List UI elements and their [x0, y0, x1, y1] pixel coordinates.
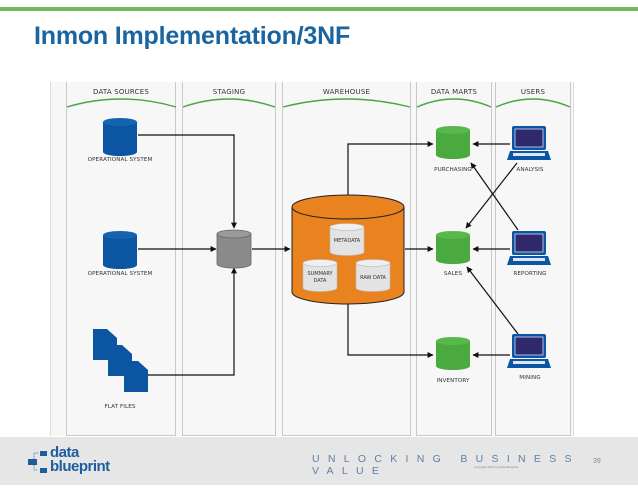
lane-arc [416, 98, 492, 108]
laptop-icon-analysis [507, 126, 551, 160]
lane-header: STAGING [212, 88, 246, 96]
edge-mining-to-sales [466, 266, 519, 335]
database-icon-opsys2 [103, 231, 137, 269]
data-blueprint-logo: data blueprint [28, 444, 158, 480]
edge-opsys1-to-staging [138, 134, 237, 229]
database-icon-metadata [329, 223, 365, 256]
edge-flatfiles-to-staging [147, 267, 237, 376]
lane-header: WAREHOUSE [322, 88, 371, 96]
page-number: 39 [593, 458, 601, 465]
footer-copyright: Copyright 2013 by Data Blueprint [474, 465, 519, 469]
lane-arc [182, 98, 276, 108]
node-label-mining: MINING [519, 375, 541, 381]
node-label-sales: SALES [443, 271, 463, 277]
node-label-flat-files: FLAT FILES [104, 404, 136, 410]
lane-header: USERS [520, 88, 546, 96]
database-icon-opsys1 [103, 118, 137, 156]
edge-warehouse-to-inventory [347, 303, 434, 358]
edge-reporting-to-purchasing [470, 162, 519, 231]
laptop-icon-reporting [507, 231, 551, 265]
footer-tagline: UNLOCKING BUSINESS VALUE [312, 453, 580, 477]
node-label-raw-data: RAW DATA [360, 275, 386, 281]
logo-text-line2: blueprint [50, 458, 110, 475]
lane-arc [282, 98, 411, 108]
logo-text-line1: data [50, 444, 79, 461]
edge-analysis-to-sales [465, 162, 518, 229]
documents-icon-flat-files [93, 329, 148, 392]
database-icon-summary-data [302, 259, 338, 292]
database-icon-sales [436, 231, 470, 264]
database-icon-inventory [436, 337, 470, 370]
edge-warehouse-to-purchasing [347, 141, 434, 195]
lane-header-arcs [66, 98, 571, 108]
slide-title: Inmon Implementation/3NF [34, 22, 351, 50]
node-label-metadata: METADATA [333, 238, 361, 244]
logo-mark-icon [28, 451, 47, 473]
node-label-summary-data: SUMMARY DATA [307, 271, 333, 284]
laptop-icon-mining [507, 334, 551, 368]
node-label-operational-system-2: OPERATIONAL SYSTEM [87, 271, 153, 277]
database-icon-raw-data [355, 259, 391, 292]
node-label-operational-system-1: OPERATIONAL SYSTEM [87, 157, 153, 163]
lane-arc [66, 98, 177, 108]
lane-arc [495, 98, 571, 108]
node-label-reporting: REPORTING [513, 271, 547, 277]
node-label-analysis: ANALYSIS [516, 167, 544, 173]
node-label-purchasing: PURCHASING [434, 167, 472, 173]
database-icon-staging [216, 229, 252, 269]
top-accent-bar [0, 7, 638, 11]
footer [0, 437, 638, 485]
lane-header: DATA SOURCES [92, 88, 149, 96]
node-label-inventory: INVENTORY [436, 378, 470, 384]
database-icon-purchasing [436, 126, 470, 159]
lane-header: DATA MARTS [430, 88, 478, 96]
